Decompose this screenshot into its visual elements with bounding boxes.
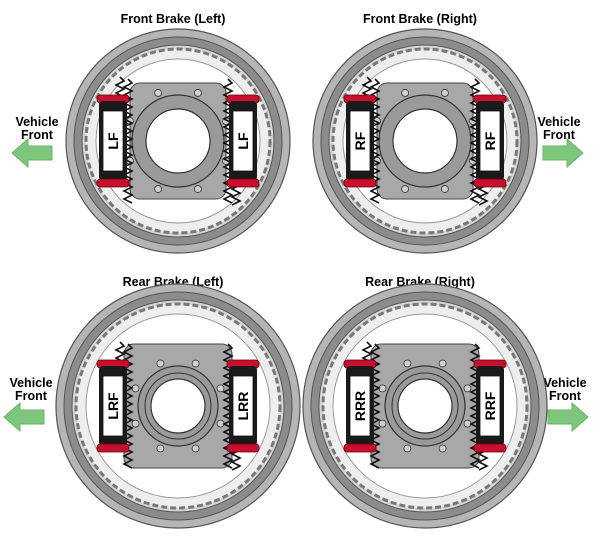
brake-assembly-front-left: LF LF [65,28,291,254]
vehicle-front-label-top-left: Vehicle Front [2,116,72,142]
vehicle-front-line2: Front [21,128,53,142]
arrow-left-icon [3,402,45,432]
wheel-cylinder-left: LF [96,94,130,188]
arrow-right-icon [547,402,589,432]
vehicle-front-line1: Vehicle [537,115,581,129]
vehicle-front-line2: Front [15,389,47,403]
cylinder-label: RRF [482,391,498,420]
vehicle-front-label-bottom-right: Vehicle Front [530,377,600,403]
vehicle-front-line2: Front [543,128,575,142]
cylinder-label: LF [235,132,251,150]
cylinder-label: LRF [105,392,121,420]
cylinder-label: RF [352,131,368,150]
brake-assembly-front-right: RF RF [312,28,538,254]
arrow-right-icon [542,138,584,168]
vehicle-front-label-top-right: Vehicle Front [524,116,594,142]
vehicle-front-line1: Vehicle [9,376,53,390]
wheel-cylinder-right: RRF [473,359,507,453]
vehicle-front-line2: Front [549,389,581,403]
wheel-cylinder-left: LRF [96,359,130,453]
wheel-cylinder-left: RF [343,94,377,188]
wheel-cylinder-right: LRR [226,359,260,453]
wheel-cylinder-left: RRR [343,359,377,453]
cylinder-label: LRR [235,392,251,421]
brake-assembly-rear-left: LRF LRR [55,283,301,529]
cylinder-label: LF [105,132,121,150]
wheel-cylinder-right: LF [226,94,260,188]
front-left-title: Front Brake (Left) [120,12,226,26]
arrow-left-icon [11,138,53,168]
wheel-cylinder-right: RF [473,94,507,188]
brake-assembly-rear-right: RRR RRF [302,283,548,529]
cylinder-label: RF [482,131,498,150]
vehicle-front-label-bottom-left: Vehicle Front [0,377,66,403]
cylinder-label: RRR [352,391,368,421]
front-right-title: Front Brake (Right) [363,12,477,26]
vehicle-front-line1: Vehicle [543,376,587,390]
vehicle-front-line1: Vehicle [15,115,59,129]
